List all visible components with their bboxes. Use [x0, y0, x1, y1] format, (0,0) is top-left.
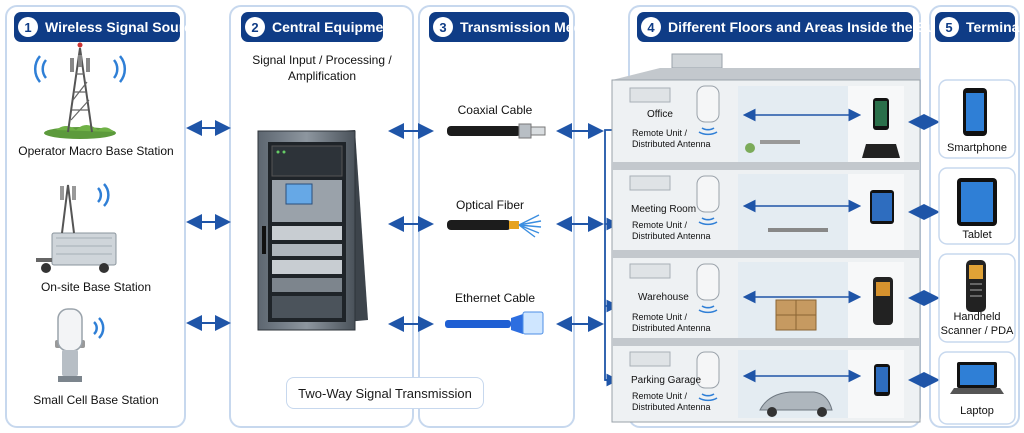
two-way-transmission-note: Two-Way Signal Transmission: [286, 377, 484, 409]
section-title: Wireless Signal Sources: [45, 19, 208, 35]
section-title: Transmission Media: [460, 19, 594, 35]
central-desc-line2: Amplification: [287, 69, 357, 83]
section-title: Terminals: [966, 19, 1024, 35]
room-label-warehouse: Warehouse: [638, 292, 689, 303]
section-header-transmission-media: 3 Transmission Media: [429, 12, 594, 42]
remote-unit-label-3: Remote Unit /Distributed Antenna: [632, 312, 711, 333]
section-title: Different Floors and Areas Inside the Bu…: [668, 19, 973, 35]
macro-tower-icon: [33, 42, 127, 139]
laptop-icon: [950, 362, 1004, 394]
section-header-wireless-sources: 1 Wireless Signal Sources: [14, 12, 208, 42]
section-number: 2: [245, 17, 265, 37]
optical-fiber-icon: [447, 214, 542, 238]
terminal-label-tablet: Tablet: [962, 229, 992, 241]
remote-unit-label-4: Remote Unit /Distributed Antenna: [632, 391, 711, 412]
coax-cable-icon: [447, 123, 546, 139]
small-cell-icon: [55, 308, 105, 382]
section-header-terminals: 5 Terminals: [935, 12, 1024, 42]
section-title: Central Equipment: [272, 19, 397, 35]
central-desc-line1: Signal Input / Processing /: [252, 53, 392, 67]
section-header-floors-areas: 4 Different Floors and Areas Inside the …: [637, 12, 972, 42]
tablet-icon: [957, 178, 997, 226]
remote-unit-icons: [696, 85, 720, 402]
label-macro-station: Operator Macro Base Station: [18, 144, 174, 158]
section-header-central-equipment: 2 Central Equipment: [241, 12, 396, 42]
room-label-parking: Parking Garage: [631, 375, 702, 386]
handheld-scanner-icon: [966, 260, 986, 312]
ethernet-cable-icon: [445, 311, 544, 335]
terminal-label-scanner-1: Handheld: [953, 311, 1001, 323]
remote-unit-label-1: Remote Unit /Distributed Antenna: [632, 128, 711, 149]
room-label-office: Office: [647, 109, 673, 120]
label-ethernet-cable: Ethernet Cable: [454, 291, 536, 305]
remote-unit-label-2: Remote Unit /Distributed Antenna: [632, 220, 711, 241]
label-optical-fiber: Optical Fiber: [455, 198, 525, 212]
label-coax-cable: Coaxial Cable: [457, 103, 533, 117]
onsite-station-icon: [36, 183, 117, 273]
label-small-cell: Small Cell Base Station: [33, 393, 159, 407]
section-number: 5: [939, 17, 959, 37]
section-number: 3: [433, 17, 453, 37]
label-onsite-station: On-site Base Station: [40, 280, 152, 294]
in-building-devices: [862, 98, 900, 396]
equipment-rack-icon: [257, 130, 368, 331]
terminal-label-smartphone: Smartphone: [947, 142, 1007, 154]
terminal-label-laptop: Laptop: [960, 405, 994, 417]
smartphone-icon: [963, 88, 987, 136]
terminal-label-scanner-2: Scanner / PDA: [940, 325, 1014, 337]
section-number: 4: [641, 17, 661, 37]
section-number: 1: [18, 17, 38, 37]
room-label-meeting: Meeting Room: [631, 204, 697, 215]
